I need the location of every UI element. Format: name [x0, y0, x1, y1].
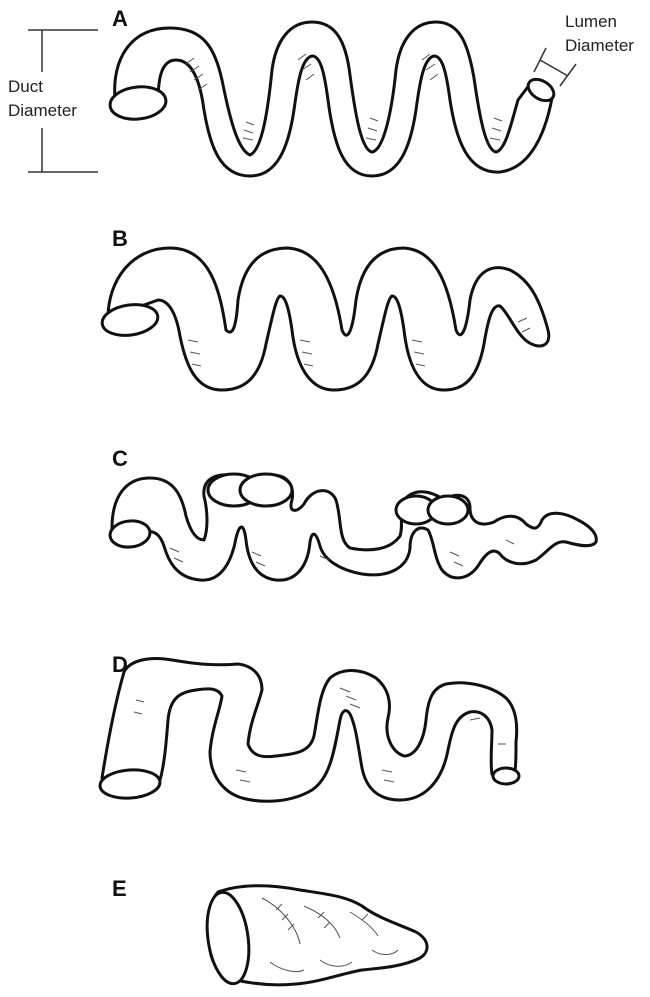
collapsed-duct-e: [202, 886, 427, 987]
panel-c: C: [109, 446, 597, 580]
panel-a-letter: A: [112, 6, 128, 31]
lumen-diameter-label-line1: Lumen: [565, 12, 617, 31]
panel-e: E: [112, 876, 427, 986]
panel-c-letter: C: [112, 446, 128, 471]
coiled-duct-a: [108, 22, 557, 176]
duct-d-right-opening: [493, 768, 519, 784]
duct-c-loop-4: [428, 496, 468, 524]
duct-c-loop-2: [240, 474, 292, 506]
panel-e-letter: E: [112, 876, 127, 901]
panel-b: B: [100, 226, 549, 390]
coiled-duct-b: [100, 248, 549, 390]
irregular-duct-d: [99, 659, 519, 802]
panel-a: A Duct Diameter Lumen Diameter: [8, 6, 634, 176]
coiled-duct-c: [109, 474, 597, 580]
duct-diameter-label-line2: Diameter: [8, 101, 77, 120]
panel-b-letter: B: [112, 226, 128, 251]
duct-diameter-label-line1: Duct: [8, 77, 43, 96]
panel-d: D: [99, 652, 519, 801]
lumen-diameter-label-line2: Diameter: [565, 36, 634, 55]
